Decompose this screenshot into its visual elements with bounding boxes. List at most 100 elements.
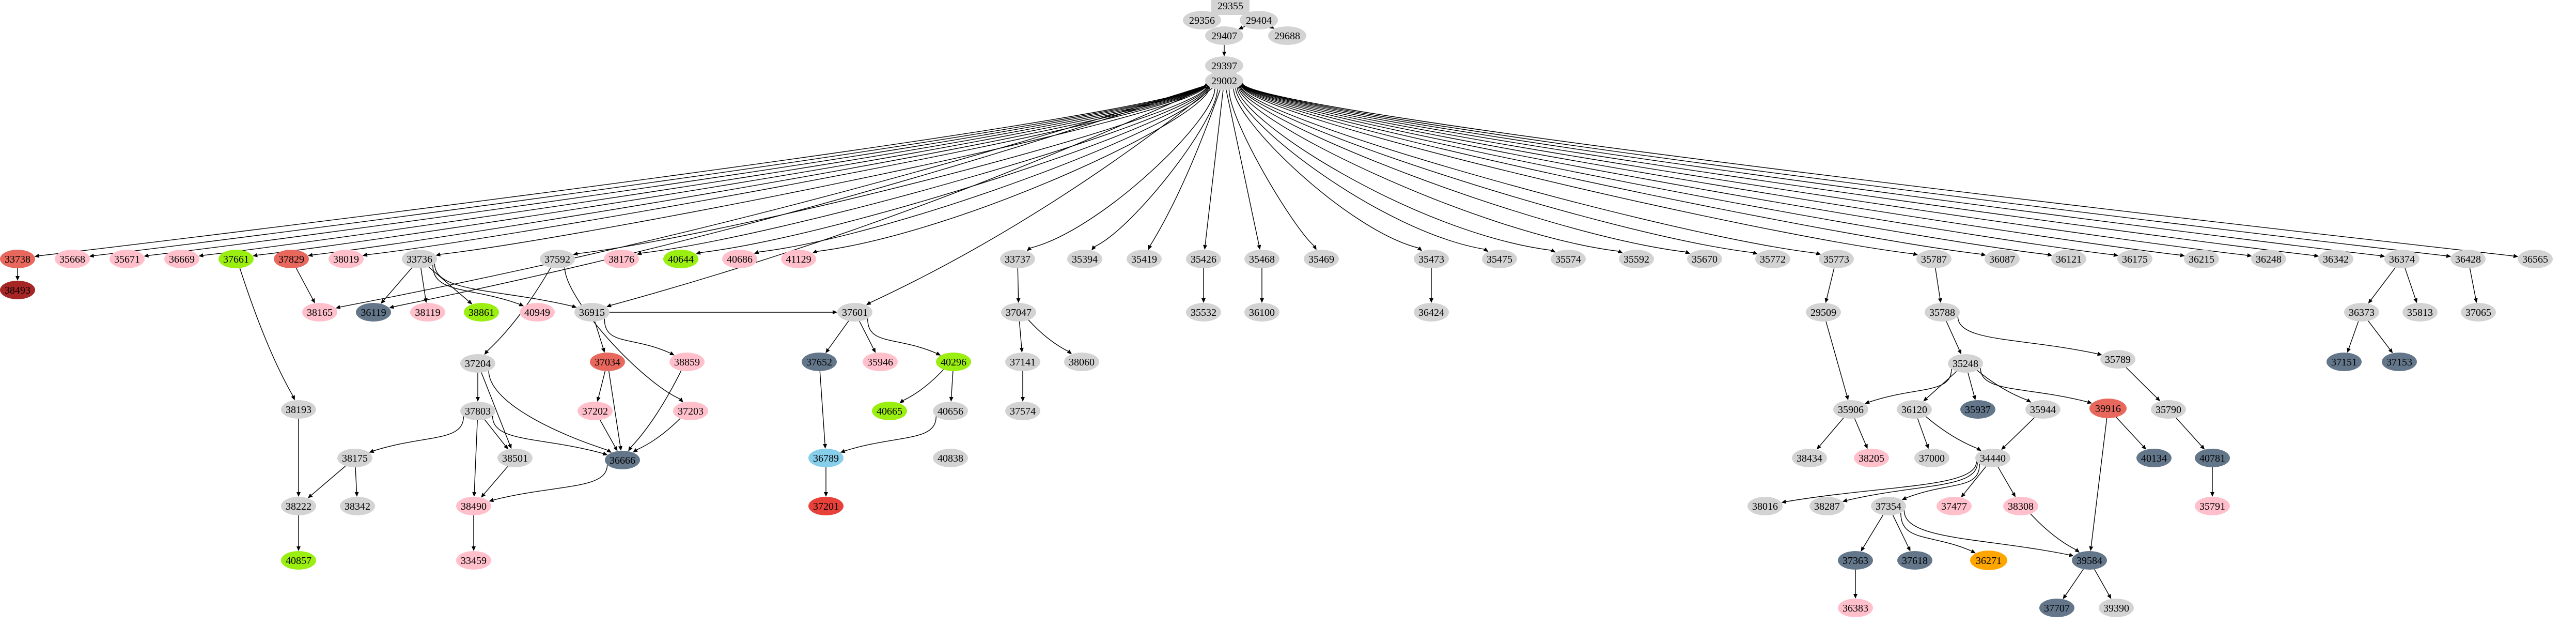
node-ellipse-shape[interactable]: [2327, 353, 2362, 371]
node-ellipse-shape[interactable]: [1854, 449, 1889, 467]
node-ellipse-shape[interactable]: [1183, 11, 1221, 29]
graph-node[interactable]: 36565: [2518, 250, 2553, 268]
graph-node[interactable]: 40656: [933, 402, 968, 420]
node-ellipse-shape[interactable]: [281, 497, 316, 515]
graph-node[interactable]: 40949: [520, 303, 555, 322]
node-ellipse-shape[interactable]: [2136, 449, 2172, 467]
graph-node[interactable]: 37592: [540, 250, 575, 268]
graph-node[interactable]: 38193: [281, 400, 316, 419]
graph-node[interactable]: 38490: [456, 497, 491, 515]
graph-node[interactable]: 37354: [1871, 497, 1906, 515]
graph-node[interactable]: 36175: [2117, 250, 2152, 268]
node-ellipse-shape[interactable]: [460, 402, 495, 420]
node-ellipse-shape[interactable]: [1244, 303, 1279, 322]
node-ellipse-shape[interactable]: [577, 402, 613, 420]
node-ellipse-shape[interactable]: [1916, 250, 1951, 268]
node-ellipse-shape[interactable]: [274, 250, 309, 268]
node-ellipse-shape[interactable]: [2450, 250, 2486, 268]
node-ellipse-shape[interactable]: [1937, 497, 1972, 515]
graph-node[interactable]: 37618: [1897, 551, 1932, 570]
node-ellipse-shape[interactable]: [1838, 551, 1873, 570]
graph-node[interactable]: 36120: [1897, 400, 1932, 419]
node-ellipse-shape[interactable]: [2072, 551, 2107, 570]
node-ellipse-shape[interactable]: [663, 250, 698, 268]
node-ellipse-shape[interactable]: [872, 402, 907, 420]
node-ellipse-shape[interactable]: [1268, 26, 1306, 45]
graph-node[interactable]: 38205: [1854, 449, 1889, 467]
graph-node[interactable]: 35787: [1916, 250, 1951, 268]
graph-node[interactable]: 35790: [2151, 400, 2186, 419]
graph-node[interactable]: 37153: [2382, 353, 2417, 371]
graph-node[interactable]: 36383: [1838, 599, 1873, 617]
node-ellipse-shape[interactable]: [0, 281, 35, 299]
graph-node[interactable]: 33738: [0, 250, 35, 268]
node-ellipse-shape[interactable]: [281, 400, 316, 419]
graph-node[interactable]: 35788: [1925, 303, 1960, 322]
node-ellipse-shape[interactable]: [497, 449, 533, 467]
graph-node[interactable]: 36271: [1970, 551, 2007, 570]
node-ellipse-shape[interactable]: [574, 303, 610, 322]
node-ellipse-shape[interactable]: [933, 402, 968, 420]
graph-node[interactable]: 35791: [2195, 497, 2230, 515]
graph-node[interactable]: 36428: [2450, 250, 2486, 268]
graph-node[interactable]: 37151: [2327, 353, 2362, 371]
node-ellipse-shape[interactable]: [402, 250, 437, 268]
graph-node[interactable]: 40781: [2195, 449, 2230, 467]
graph-node[interactable]: 35419: [1127, 250, 1162, 268]
graph-node[interactable]: 35574: [1551, 250, 1586, 268]
node-ellipse-shape[interactable]: [1838, 599, 1873, 617]
graph-node[interactable]: 37000: [1914, 449, 1949, 467]
node-ellipse-shape[interactable]: [1127, 250, 1162, 268]
node-ellipse-shape[interactable]: [1551, 250, 1586, 268]
node-ellipse-shape[interactable]: [2184, 250, 2219, 268]
node-ellipse-shape[interactable]: [340, 497, 375, 515]
node-ellipse-shape[interactable]: [1205, 71, 1243, 90]
graph-node[interactable]: 37141: [1005, 353, 1040, 371]
graph-node[interactable]: 35946: [863, 353, 898, 371]
graph-node[interactable]: 40857: [281, 551, 316, 570]
node-ellipse-shape[interactable]: [1792, 449, 1827, 467]
node-ellipse-shape[interactable]: [164, 250, 199, 268]
node-ellipse-shape[interactable]: [1925, 303, 1960, 322]
graph-node[interactable]: 29688: [1268, 26, 1306, 45]
graph-node[interactable]: 37201: [808, 497, 844, 515]
graph-node[interactable]: 38287: [1809, 497, 1845, 515]
graph-node[interactable]: 35937: [1960, 400, 1995, 419]
graph-node[interactable]: 37203: [673, 402, 708, 420]
graph-node[interactable]: 37477: [1937, 497, 1972, 515]
graph-node[interactable]: 36119: [356, 303, 391, 322]
graph-node[interactable]: 29355: [1211, 0, 1250, 15]
graph-node[interactable]: 37065: [2461, 303, 2496, 322]
node-ellipse-shape[interactable]: [1005, 353, 1040, 371]
node-ellipse-shape[interactable]: [329, 250, 364, 268]
graph-node[interactable]: 35475: [1482, 250, 1517, 268]
graph-node[interactable]: 36342: [2318, 250, 2353, 268]
node-ellipse-shape[interactable]: [2518, 250, 2553, 268]
node-ellipse-shape[interactable]: [1482, 250, 1517, 268]
node-ellipse-shape[interactable]: [0, 250, 35, 268]
graph-node[interactable]: 38859: [669, 353, 705, 371]
graph-node[interactable]: 35468: [1244, 250, 1279, 268]
node-ellipse-shape[interactable]: [540, 250, 575, 268]
node-ellipse-shape[interactable]: [2089, 399, 2127, 418]
node-ellipse-shape[interactable]: [460, 354, 495, 373]
node-ellipse-shape[interactable]: [456, 497, 491, 515]
graph-node[interactable]: 38342: [340, 497, 375, 515]
node-ellipse-shape[interactable]: [2117, 250, 2152, 268]
graph-node[interactable]: 37363: [1838, 551, 1873, 570]
node-ellipse-shape[interactable]: [1414, 303, 1449, 322]
node-box-shape[interactable]: [1211, 0, 1250, 15]
graph-node[interactable]: 35426: [1186, 250, 1221, 268]
node-ellipse-shape[interactable]: [2151, 400, 2186, 419]
node-ellipse-shape[interactable]: [936, 353, 971, 371]
graph-node[interactable]: 36373: [2344, 303, 2379, 322]
node-ellipse-shape[interactable]: [1809, 497, 1845, 515]
graph-node[interactable]: 38308: [2003, 497, 2038, 515]
node-ellipse-shape[interactable]: [337, 449, 372, 467]
graph-node[interactable]: 38165: [302, 303, 337, 322]
graph-node[interactable]: 35813: [2402, 303, 2438, 322]
graph-node[interactable]: 35592: [1619, 250, 1654, 268]
node-ellipse-shape[interactable]: [2382, 353, 2417, 371]
graph-node[interactable]: 38501: [497, 449, 533, 467]
graph-node[interactable]: 37829: [274, 250, 309, 268]
